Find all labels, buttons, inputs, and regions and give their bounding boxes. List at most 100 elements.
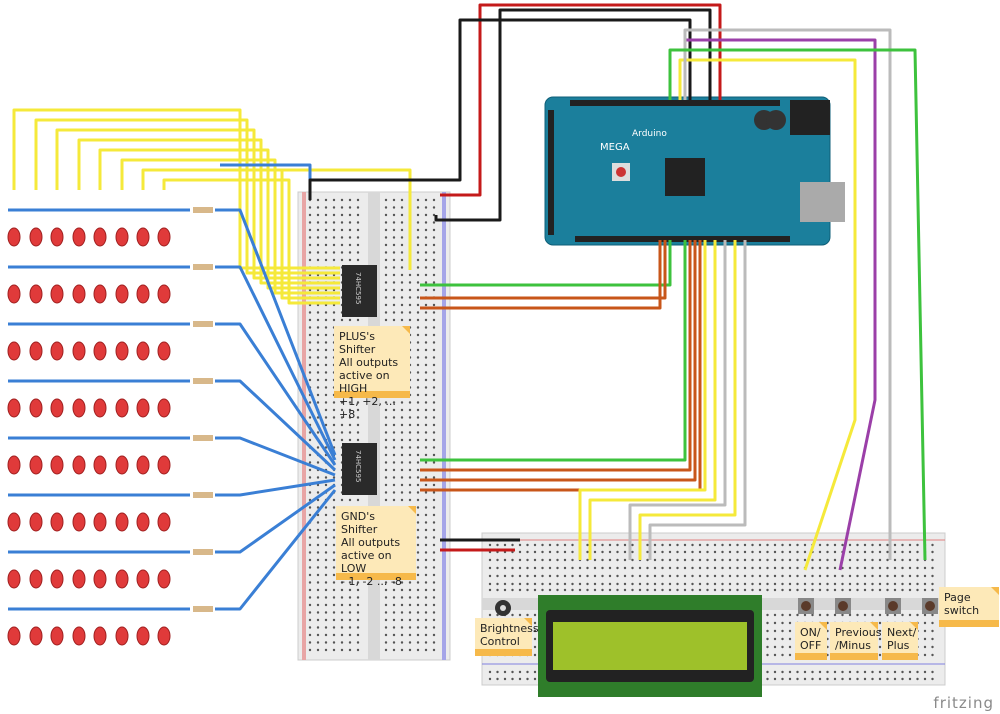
breadboard-hole <box>408 476 412 479</box>
wire <box>668 48 927 561</box>
breadboard-hole <box>324 356 328 359</box>
breadboard-hole <box>340 648 344 652</box>
breadboard-hole <box>893 566 897 570</box>
breadboard-hole <box>533 670 537 674</box>
breadboard-hole <box>324 333 328 337</box>
breadboard-hole <box>788 543 792 547</box>
wire <box>683 28 892 560</box>
breadboard-hole <box>416 461 420 464</box>
breadboard-hole <box>416 348 420 352</box>
breadboard-hole <box>556 574 559 578</box>
breadboard-hole <box>871 582 874 586</box>
breadboard-hole <box>324 588 328 592</box>
breadboard-hole <box>332 431 336 434</box>
breadboard-hole <box>901 588 904 592</box>
breadboard-hole <box>356 618 360 622</box>
breadboard-hole <box>424 498 428 502</box>
breadboard-hole <box>356 603 360 607</box>
breadboard-hole <box>416 281 420 284</box>
breadboard-hole <box>713 574 717 578</box>
breadboard-hole <box>683 543 687 547</box>
breadboard-hole <box>518 670 522 674</box>
breadboard-hole <box>803 613 807 617</box>
breadboard-hole <box>856 670 859 674</box>
breadboard-hole <box>803 670 807 674</box>
breadboard-hole <box>766 588 769 592</box>
breadboard-hole <box>593 582 597 586</box>
breadboard-hole <box>818 574 822 578</box>
breadboard-hole <box>916 670 919 674</box>
led <box>115 569 129 589</box>
breadboard-hole <box>400 408 404 412</box>
breadboard-hole <box>384 491 388 494</box>
led <box>72 512 86 532</box>
led <box>115 227 129 247</box>
breadboard-hole <box>408 303 412 307</box>
breadboard-hole <box>356 221 360 224</box>
breadboard-hole <box>316 326 320 329</box>
breadboard-hole <box>608 588 612 592</box>
breadboard-hole <box>533 653 537 657</box>
breadboard-hole <box>416 206 420 209</box>
led <box>93 455 107 475</box>
breadboard-hole <box>496 613 499 617</box>
breadboard-hole <box>923 588 927 592</box>
breadboard-hole <box>324 521 328 524</box>
led <box>72 455 86 475</box>
led <box>157 569 171 589</box>
breadboard-hole <box>818 558 822 562</box>
breadboard-hole <box>432 536 436 539</box>
breadboard-hole <box>788 582 792 586</box>
breadboard-hole <box>340 408 344 412</box>
breadboard-hole <box>400 296 404 299</box>
breadboard-hole <box>586 558 589 562</box>
breadboard-hole <box>432 281 436 284</box>
breadboard-hole <box>736 566 739 570</box>
breadboard-hole <box>526 613 529 617</box>
breadboard-hole <box>408 281 412 284</box>
breadboard-hole <box>356 206 360 209</box>
breadboard-hole <box>871 574 874 578</box>
breadboard-hole <box>308 363 312 367</box>
breadboard-hole <box>571 558 574 562</box>
breadboard-hole <box>856 677 859 681</box>
breadboard-hole <box>408 483 412 487</box>
breadboard-hole <box>923 645 927 649</box>
breadboard-hole <box>758 543 762 547</box>
breadboard-hole <box>400 648 404 652</box>
breadboard-hole <box>691 588 694 592</box>
breadboard-hole <box>751 566 754 570</box>
breadboard-hole <box>668 550 672 554</box>
breadboard-hole <box>416 393 420 397</box>
breadboard-hole <box>392 453 396 457</box>
breadboard-hole <box>416 596 420 599</box>
resistor <box>193 492 213 498</box>
wire <box>215 483 336 554</box>
led <box>50 284 64 304</box>
breadboard-hole <box>348 423 352 427</box>
breadboard-hole <box>586 588 589 592</box>
breadboard-hole <box>878 677 882 681</box>
breadboard-hole <box>332 498 336 502</box>
breadboard-hole <box>416 588 420 592</box>
breadboard-hole <box>706 582 709 586</box>
breadboard-hole <box>424 611 428 614</box>
breadboard-hole <box>908 677 912 681</box>
breadboard-hole <box>533 677 537 681</box>
breadboard-hole <box>324 648 328 652</box>
breadboard-hole <box>923 653 927 657</box>
breadboard-hole <box>416 198 420 202</box>
breadboard-hole <box>533 637 537 641</box>
breadboard-hole <box>848 677 852 681</box>
breadboard-hole <box>308 641 312 644</box>
breadboard-hole <box>593 543 597 547</box>
potentiometer[interactable] <box>495 600 511 616</box>
breadboard-hole <box>400 416 404 419</box>
breadboard-hole <box>646 550 649 554</box>
breadboard-hole <box>811 574 814 578</box>
breadboard-hole <box>392 213 396 217</box>
wire <box>308 18 692 200</box>
breadboard-hole <box>316 633 320 637</box>
breadboard-hole <box>826 582 829 586</box>
breadboard-hole <box>432 648 436 652</box>
